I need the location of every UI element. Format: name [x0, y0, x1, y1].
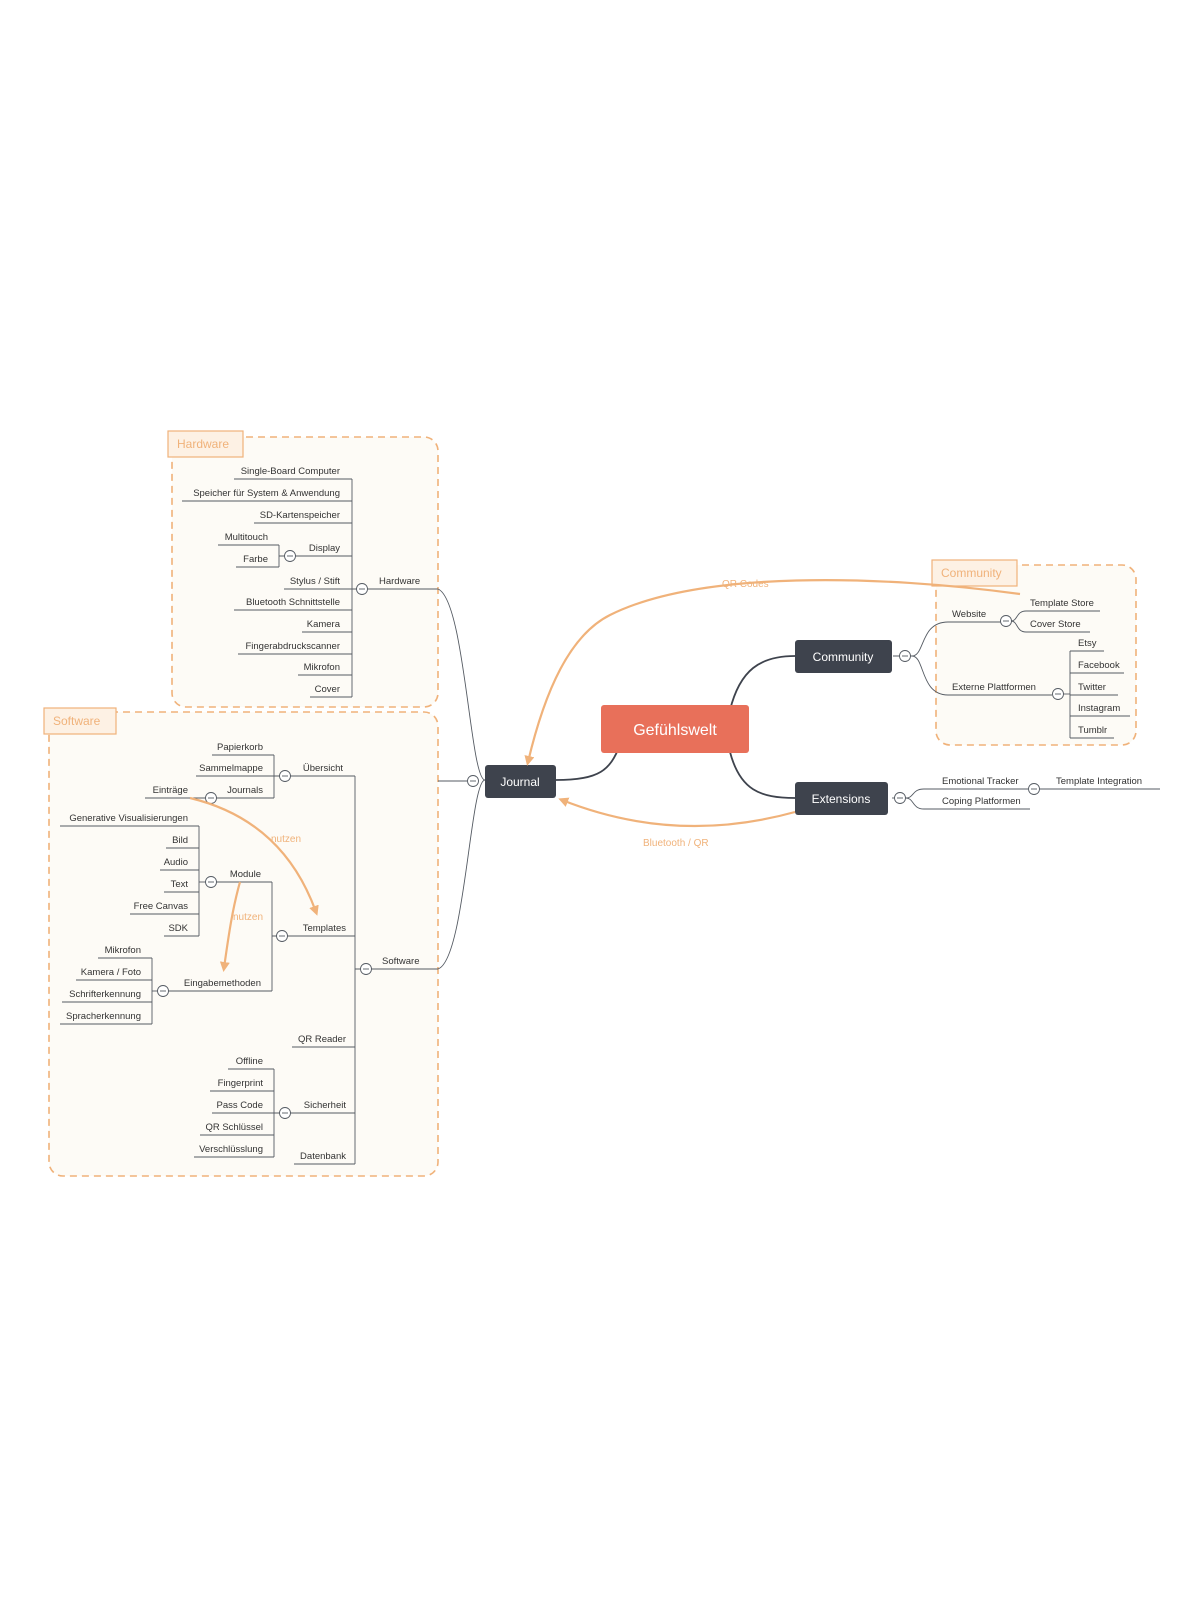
extensions-branch: Emotional Tracker Template Integration C…: [892, 776, 1160, 810]
hardware-branch: Hardware Single-Board Computer Speicher …: [182, 466, 486, 781]
coping-node[interactable]: Coping Platformen: [942, 796, 1021, 807]
templates-collapse-icon[interactable]: [276, 930, 288, 942]
nutzen-label-2: nutzen: [233, 912, 263, 923]
hardware-item[interactable]: Fingerabdruckscanner: [245, 641, 340, 652]
website-child[interactable]: Template Store: [1030, 598, 1094, 609]
eingabe-child[interactable]: Kamera / Foto: [81, 967, 141, 978]
qr-codes-label: QR Codes: [722, 579, 769, 590]
journals-node[interactable]: Journals: [227, 785, 263, 796]
hardware-item[interactable]: Single-Board Computer: [241, 466, 340, 477]
nutzen-label-1: nutzen: [271, 834, 301, 845]
website-node[interactable]: Website: [952, 609, 986, 620]
display-child[interactable]: Multitouch: [225, 532, 268, 543]
hardware-item[interactable]: Bluetooth Schnittstelle: [246, 597, 340, 608]
software-boundary: Software: [43, 707, 439, 1177]
qr-reader-node[interactable]: QR Reader: [298, 1034, 346, 1045]
software-node[interactable]: Software: [382, 956, 420, 967]
uebersicht-child[interactable]: Papierkorb: [217, 742, 263, 753]
eingabe-collapse-icon[interactable]: [157, 985, 169, 997]
community-boundary: Community: [931, 559, 1137, 746]
emotional-tracker-node[interactable]: Emotional Tracker: [942, 776, 1019, 787]
relationship-nutzen-templates[interactable]: nutzen: [189, 796, 319, 916]
sicherheit-child[interactable]: Offline: [236, 1056, 263, 1067]
module-child[interactable]: Generative Visualisierungen: [69, 813, 188, 824]
community-branch: Website Template Store Cover Store Exter…: [893, 598, 1130, 739]
software-boundary-title: Software: [53, 714, 101, 728]
externe-child[interactable]: Twitter: [1078, 682, 1106, 693]
extensions-collapse-icon[interactable]: [894, 792, 906, 804]
externe-node[interactable]: Externe Plattformen: [952, 682, 1036, 693]
website-child[interactable]: Cover Store: [1030, 619, 1081, 630]
module-child[interactable]: Audio: [164, 857, 188, 868]
externe-child[interactable]: Facebook: [1078, 660, 1120, 671]
template-integration-node[interactable]: Template Integration: [1056, 776, 1142, 787]
root-topic[interactable]: Gefühlswelt: [601, 705, 749, 753]
eingabe-child[interactable]: Mikrofon: [105, 945, 141, 956]
community-node[interactable]: Community: [795, 640, 892, 673]
community-node-label: Community: [813, 650, 874, 664]
tracker-collapse-icon[interactable]: [1028, 783, 1040, 795]
eingabe-child[interactable]: Spracherkennung: [66, 1011, 141, 1022]
journal-node[interactable]: Journal: [485, 765, 556, 798]
templates-node[interactable]: Templates: [303, 923, 347, 934]
software-collapse-icon[interactable]: [360, 963, 372, 975]
community-boundary-title: Community: [941, 566, 1002, 580]
sicherheit-child[interactable]: Fingerprint: [218, 1078, 264, 1089]
hardware-boundary-title: Hardware: [177, 437, 229, 451]
hardware-item[interactable]: Kamera: [307, 619, 341, 630]
hardware-item[interactable]: SD-Kartenspeicher: [260, 510, 340, 521]
module-child[interactable]: Free Canvas: [134, 901, 189, 912]
module-child[interactable]: Text: [171, 879, 189, 890]
website-collapse-icon[interactable]: [1000, 615, 1012, 627]
hardware-collapse-icon[interactable]: [356, 583, 368, 595]
relationship-qr-codes[interactable]: QR Codes: [524, 579, 1021, 766]
module-child[interactable]: SDK: [168, 923, 188, 934]
journal-collapse-icon[interactable]: [467, 775, 479, 787]
extensions-node[interactable]: Extensions: [795, 782, 888, 815]
sicherheit-node[interactable]: Sicherheit: [304, 1100, 347, 1111]
software-branch: Software Übersicht Papierkorb Sammelmapp…: [60, 742, 486, 1165]
display-collapse-icon[interactable]: [284, 550, 296, 562]
root-topic-label: Gefühlswelt: [633, 722, 717, 739]
hardware-item[interactable]: Stylus / Stift: [290, 576, 341, 587]
journal-node-label: Journal: [500, 775, 539, 789]
extensions-node-label: Extensions: [812, 792, 871, 806]
relationship-nutzen-eingabe[interactable]: nutzen: [219, 881, 263, 972]
sicherheit-child[interactable]: Verschlüsslung: [199, 1144, 263, 1155]
externe-child[interactable]: Tumblr: [1078, 725, 1107, 736]
hardware-node[interactable]: Hardware: [379, 576, 420, 587]
eingabemethoden-node[interactable]: Eingabemethoden: [184, 978, 261, 989]
uebersicht-node[interactable]: Übersicht: [303, 763, 343, 774]
sicherheit-child[interactable]: QR Schlüssel: [205, 1122, 263, 1133]
sicherheit-child[interactable]: Pass Code: [217, 1100, 263, 1111]
community-collapse-icon[interactable]: [899, 650, 911, 662]
datenbank-node[interactable]: Datenbank: [300, 1151, 346, 1162]
relationship-bluetooth-qr[interactable]: Bluetooth / QR: [558, 797, 796, 849]
hardware-boundary: Hardware: [167, 430, 439, 708]
uebersicht-collapse-icon[interactable]: [279, 770, 291, 782]
module-child[interactable]: Bild: [172, 835, 188, 846]
externe-collapse-icon[interactable]: [1052, 688, 1064, 700]
hardware-item[interactable]: Speicher für System & Anwendung: [193, 488, 340, 499]
hardware-item[interactable]: Mikrofon: [304, 662, 340, 673]
display-child[interactable]: Farbe: [243, 554, 268, 565]
bluetooth-qr-label: Bluetooth / QR: [643, 838, 709, 849]
module-collapse-icon[interactable]: [205, 876, 217, 888]
eintraege-node[interactable]: Einträge: [153, 785, 188, 796]
hardware-item[interactable]: Cover: [315, 684, 340, 695]
display-node[interactable]: Display: [309, 543, 340, 554]
externe-child[interactable]: Etsy: [1078, 638, 1097, 649]
externe-child[interactable]: Instagram: [1078, 703, 1120, 714]
sicherheit-collapse-icon[interactable]: [279, 1107, 291, 1119]
module-node[interactable]: Module: [230, 869, 261, 880]
uebersicht-child[interactable]: Sammelmappe: [199, 763, 263, 774]
eingabe-child[interactable]: Schrifterkennung: [69, 989, 141, 1000]
